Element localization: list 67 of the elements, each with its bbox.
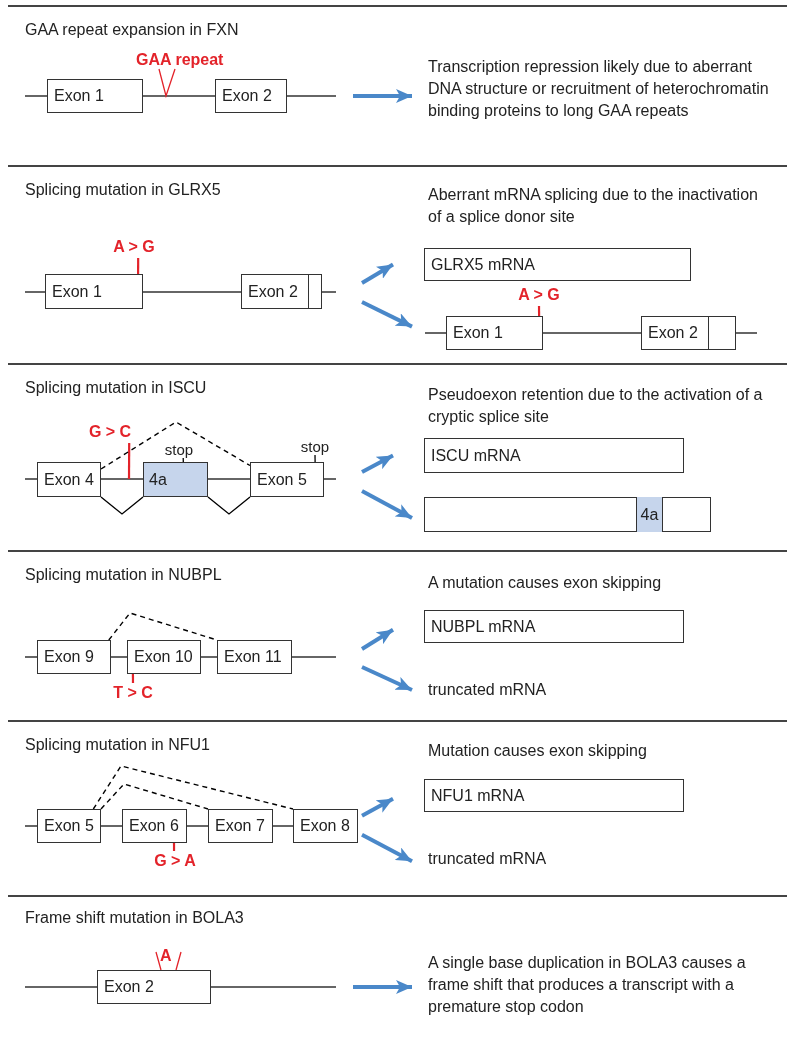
mutation-label: A > G [108, 236, 160, 258]
outcome-text: truncated mRNA [428, 848, 588, 870]
mutation-label: A > G [513, 284, 565, 306]
splice-line [100, 421, 251, 470]
exon-box: Exon 4 [37, 462, 101, 497]
section-heading: Splicing mutation in ISCU [25, 378, 207, 398]
exon-box: Exon 7 [208, 809, 273, 843]
mrna-bar: NUBPL mRNA [424, 610, 684, 643]
exon-box: Exon 1 [47, 79, 143, 113]
stop-label: stop [158, 441, 200, 458]
mrna-bar: NFU1 mRNA [424, 779, 684, 812]
mrna-bar [424, 497, 711, 532]
exon-box: Exon 9 [37, 640, 111, 674]
outcome-text: truncated mRNA [428, 679, 588, 701]
arrow [361, 665, 413, 692]
mutation-tick [131, 674, 135, 683]
mutation-tick [127, 443, 131, 479]
description-text: Transcription repression likely due to aberrant DNA structure or recruitment of heterochromatin binding proteins to long GAA repeats [428, 56, 773, 148]
section-heading: Splicing mutation in NFU1 [25, 735, 210, 755]
mrna-bar: ISCU mRNA [424, 438, 684, 473]
arrow [360, 628, 395, 651]
description-text: Pseudoexon retention due to the activation of a cryptic splice site [428, 385, 764, 427]
section-heading: GAA repeat expansion in FXN [25, 20, 239, 40]
arrow [353, 980, 412, 994]
exon-box: Exon 8 [293, 809, 358, 843]
mutation-tick [537, 306, 541, 316]
arrow [361, 453, 394, 474]
description-text: Mutation causes exon skipping [428, 741, 648, 761]
exon-box: Exon 10 [127, 640, 201, 674]
arrow [353, 89, 412, 103]
exon-box: Exon 1 [446, 316, 543, 350]
arrow [361, 833, 413, 863]
section-heading: Splicing mutation in NUBPL [25, 565, 222, 585]
section-heading: Splicing mutation in GLRX5 [25, 180, 221, 200]
leader-line [182, 457, 184, 463]
splice-line [92, 765, 294, 810]
mrna-bar: GLRX5 mRNA [424, 248, 691, 281]
mutation-label: GAA repeat [136, 50, 224, 70]
exon-box: Exon 1 [45, 274, 143, 309]
splice-line [207, 496, 251, 515]
arrow [360, 262, 395, 285]
mutation-label: G > A [151, 851, 199, 871]
pseudoexon-segment: 4a [636, 497, 663, 532]
mutation-label: T > C [110, 683, 156, 703]
mutation-label: G > C [86, 421, 134, 443]
splice-line [100, 496, 144, 515]
exon-box: Exon 5 [37, 809, 101, 843]
arrow [361, 300, 413, 329]
exon-box: Exon 2 [215, 79, 287, 113]
stop-label: stop [292, 437, 338, 455]
mutation-tick [137, 258, 140, 274]
section-heading: Frame shift mutation in BOLA3 [25, 908, 244, 928]
exon-box: Exon 2 [241, 274, 322, 309]
exon-box: Exon 11 [217, 640, 292, 674]
pseudoexon-box: 4a [143, 462, 208, 497]
exon-box: Exon 6 [122, 809, 187, 843]
exon-box: Exon 5 [250, 462, 324, 497]
exon-box: Exon 2 [97, 970, 211, 1004]
splice-line [100, 783, 209, 810]
mutation-label: A [160, 946, 172, 966]
exon-box: Exon 2 [641, 316, 736, 350]
arrow [361, 797, 394, 818]
description-text: Aberrant mRNA splicing due to the inactivation of a splice donor site [428, 185, 759, 227]
description-text: A single base duplication in BOLA3 causes a frame shift that produces a transcript with a premature stop codon [428, 952, 778, 1022]
leader-line [314, 454, 316, 463]
description-text: A mutation causes exon skipping [428, 573, 663, 593]
arrow [361, 489, 413, 520]
